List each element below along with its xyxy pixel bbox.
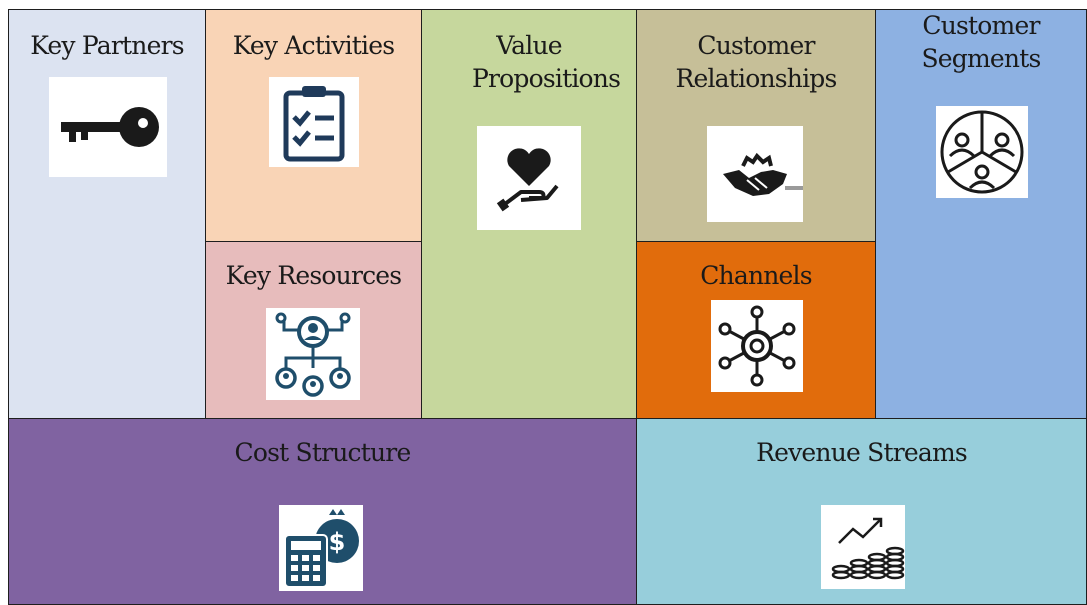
key-partners-title: Key Partners	[30, 31, 184, 60]
cost-structure-title: Cost Structure	[234, 438, 412, 467]
revenue-streams-block: Revenue Streams	[636, 418, 1087, 605]
key-partners-block: Key Partners	[8, 9, 206, 419]
customer-relationships-block: Customer Relationships	[636, 9, 876, 242]
channels-block: Channels	[636, 241, 876, 419]
handshake-icon	[707, 126, 803, 222]
channels-title: Channels	[700, 261, 812, 290]
key-resources-title: Key Resources	[225, 261, 402, 290]
calculator-money-icon: $	[279, 505, 363, 591]
cost-structure-block: Cost Structure $	[8, 418, 637, 605]
growth-coins-icon	[821, 505, 905, 589]
channels-hub-icon	[711, 300, 803, 392]
segments-pie-icon	[936, 106, 1028, 198]
key-resources-block: Key Resources	[205, 241, 422, 419]
heart-hand-icon	[477, 126, 581, 230]
checklist-clipboard-icon	[269, 77, 359, 167]
customer-segments-title: Customer Segments	[921, 11, 1041, 73]
revenue-streams-title: Revenue Streams	[756, 438, 968, 467]
key-activities-title: Key Activities	[232, 31, 395, 60]
value-propositions-block: Value Propositions	[421, 9, 637, 419]
key-activities-block: Key Activities	[205, 9, 422, 242]
value-propositions-title: Value Propositions	[472, 31, 621, 93]
customer-segments-block: Customer Segments	[875, 9, 1087, 419]
key-icon	[49, 77, 167, 177]
svg-text:$: $	[329, 528, 346, 556]
customer-relationships-title: Customer Relationships	[675, 31, 837, 93]
resources-network-icon	[266, 308, 360, 400]
